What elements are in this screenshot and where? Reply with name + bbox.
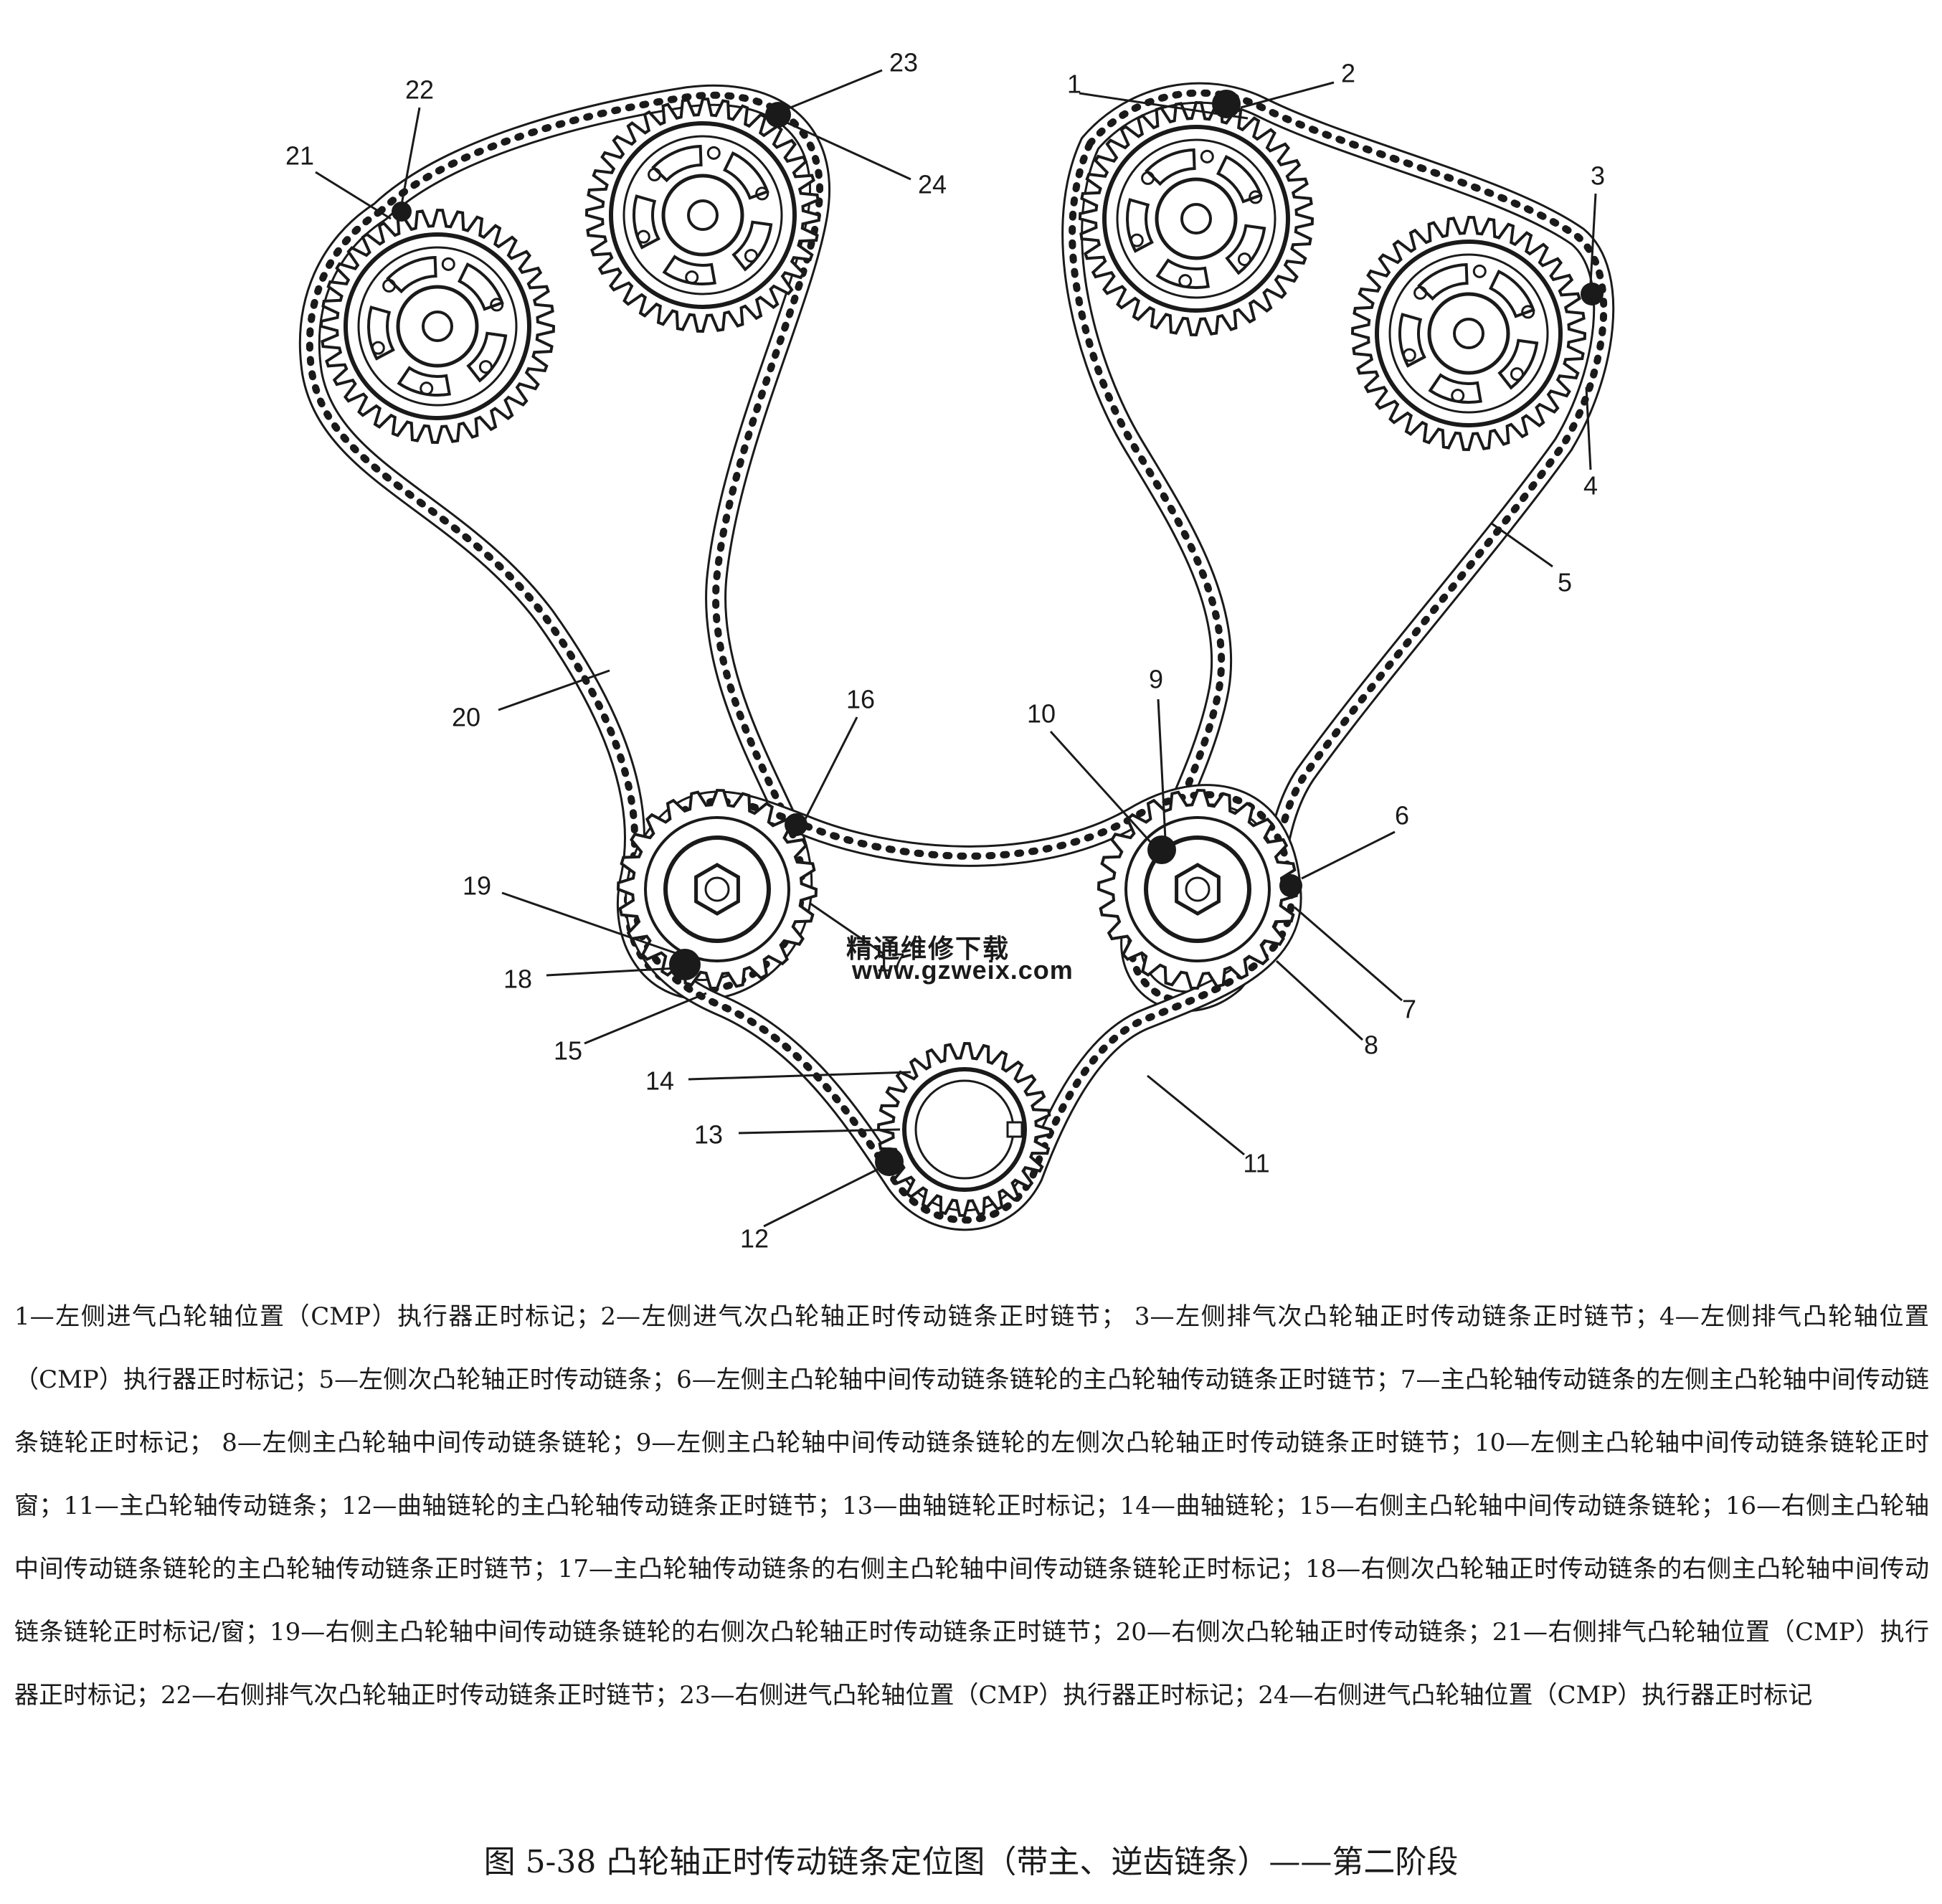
watermark: 精通维修下载 www.gzweix.com [846, 934, 1074, 985]
callout-label: 8 [1364, 1031, 1378, 1060]
timing-mark [1147, 835, 1176, 864]
leader-line [1275, 960, 1364, 1041]
callout-label: 17 [876, 948, 905, 977]
callout-label: 19 [463, 871, 491, 901]
right-intake-cam-sprocket [584, 97, 821, 333]
leader-line [1147, 1074, 1245, 1156]
timing-mark [669, 949, 701, 980]
timing-mark [765, 102, 791, 128]
leader-line [688, 1071, 911, 1081]
watermark-text: 精通维修下载 [846, 934, 1010, 963]
leader-line [802, 716, 858, 824]
leader-line [738, 1128, 901, 1135]
leader-line [1491, 522, 1553, 568]
callout-label: 24 [918, 170, 947, 199]
callout-label: 14 [645, 1066, 674, 1096]
left-intake-cam-sprocket [1078, 100, 1315, 337]
primary-chain [625, 784, 1302, 1231]
legend-text: 1—左侧进气凸轮轴位置（CMP）执行器正时标记；2—左侧进气次凸轮轴正时传动链条… [14, 1302, 1929, 1710]
callout-label: 20 [452, 703, 480, 732]
watermark-url: www.gzweix.com [851, 955, 1074, 985]
timing-mark [785, 813, 807, 836]
leader-line [763, 1164, 886, 1228]
callout-label: 3 [1591, 161, 1605, 191]
leader-line [810, 902, 884, 955]
leader-line [501, 891, 678, 955]
timing-mark [1212, 90, 1241, 118]
callout-label: 16 [846, 685, 875, 714]
callout-label: 22 [405, 75, 434, 105]
left-exhaust-cam-sprocket [1350, 215, 1587, 452]
callout-label: 6 [1395, 801, 1409, 830]
callout-label: 7 [1402, 995, 1416, 1024]
leader-line [1589, 193, 1597, 284]
timing-mark [875, 1147, 904, 1176]
leader-line [315, 171, 392, 220]
callout-label: 9 [1149, 665, 1163, 694]
callout-label: 18 [503, 965, 532, 994]
right-intermediate-sprocket [616, 788, 818, 990]
callout-label: 4 [1583, 471, 1598, 501]
timing-mark [1279, 874, 1302, 897]
leader-lines [315, 69, 1597, 1228]
timing-mark [1581, 283, 1604, 306]
leader-line [546, 967, 678, 977]
callout-label: 1 [1067, 70, 1081, 99]
timing-marks [392, 90, 1604, 1176]
sprockets [319, 97, 1587, 1218]
leader-line [1049, 730, 1152, 844]
leader-line [1585, 387, 1592, 470]
callout-label: 21 [285, 141, 314, 171]
callout-label: 5 [1558, 568, 1572, 597]
callout-label: 15 [554, 1036, 582, 1066]
leader-line [1157, 698, 1167, 840]
timing-mark [392, 202, 412, 222]
leader-line [400, 107, 421, 205]
leader-line [1079, 92, 1249, 120]
leader-line [498, 669, 610, 711]
leader-line [1294, 906, 1403, 1002]
leader-line [584, 992, 707, 1045]
callout-label: 13 [694, 1120, 723, 1150]
figure-caption: 图 5-38 凸轮轴正时传动链条定位图（带主、逆齿链条）——第二阶段 [483, 1844, 1459, 1880]
callout-label: 10 [1027, 699, 1056, 729]
callout-label: 23 [889, 48, 918, 77]
callout-label: 2 [1341, 59, 1355, 88]
right-exhaust-cam-sprocket [319, 208, 556, 445]
callout-label: 12 [740, 1224, 769, 1254]
leader-line [785, 120, 911, 181]
leader-line [1301, 830, 1396, 880]
leader-line [781, 69, 883, 113]
left-intermediate-sprocket [1096, 788, 1299, 990]
leader-line [1240, 81, 1335, 109]
callout-label: 11 [1243, 1149, 1269, 1178]
